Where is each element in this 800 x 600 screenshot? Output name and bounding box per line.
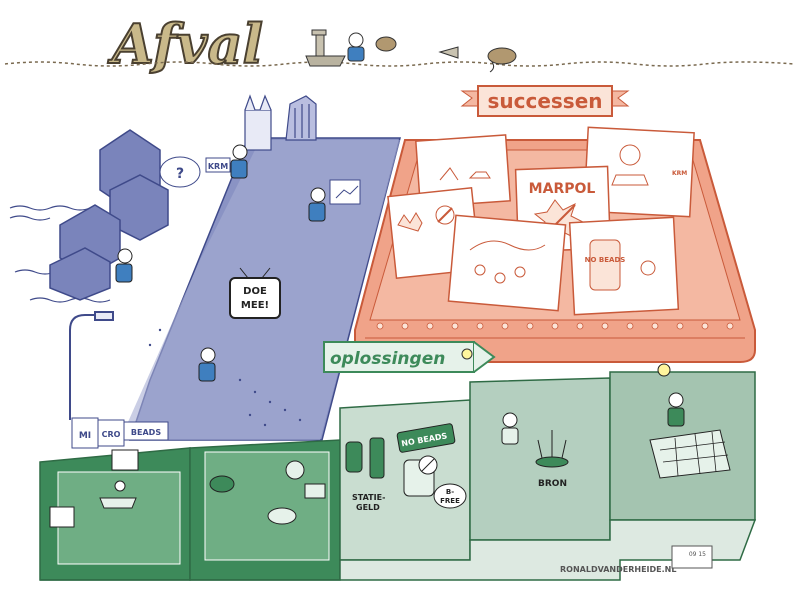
- panel2-scene: [204, 451, 330, 561]
- statiegeld-line2: GELD: [356, 503, 380, 512]
- doe-mee-tv: DOE MEE!: [229, 267, 281, 319]
- b-free-line2: FREE: [440, 497, 460, 505]
- panel1-scene: [49, 449, 181, 565]
- coast-letters: [49, 129, 169, 301]
- n-figures: [115, 144, 326, 382]
- krm-sign-label: KRM: [208, 162, 228, 171]
- horizon-line: [4, 61, 796, 67]
- thought-bubble: ?: [159, 156, 201, 188]
- micro-label-1: MI: [79, 431, 91, 441]
- floating-trash: [438, 46, 517, 73]
- no-beads-tube: NO BEADS: [396, 423, 456, 453]
- boat-figure: [305, 29, 397, 67]
- credit-website: RONALDVANDERHEIDE.NL: [560, 565, 676, 574]
- statiegeld-line1: STATIE-: [352, 493, 385, 502]
- shower: [69, 311, 114, 420]
- marpol-card-label: MARPOL: [529, 181, 596, 197]
- solutions-signpost: oplossingen: [323, 341, 496, 373]
- b-free-jar: B- FREE: [433, 483, 467, 509]
- bron-scene: BRON: [501, 412, 569, 489]
- successes-banner: successen: [460, 85, 630, 117]
- statiegeld-bottles: STATIE- GELD: [345, 437, 385, 512]
- parliament-building: [285, 95, 317, 141]
- micro-beads-containers: MI CRO BEADS: [71, 417, 169, 449]
- success-card-people: [447, 214, 567, 312]
- micro-label-2: CRO: [102, 430, 121, 439]
- shore-sand-dots: [148, 328, 302, 427]
- credit-date: 09 15: [689, 551, 706, 558]
- solutions-label: oplossingen: [330, 349, 445, 369]
- b-free-line1: B-: [446, 488, 454, 496]
- success-card-no-beads: NO BEADS: [568, 216, 680, 316]
- sea-left: [9, 205, 111, 303]
- crossed-can: [403, 455, 438, 497]
- church-building: [244, 94, 272, 151]
- net-figure-scene: [649, 363, 731, 479]
- krm-sign: KRM: [205, 157, 231, 173]
- no-beads-card-label: NO BEADS: [585, 256, 626, 264]
- krm-card-label: KRM: [672, 170, 687, 177]
- presentation-board: [329, 179, 361, 205]
- successes-label: successen: [487, 89, 602, 113]
- platform-lights: [376, 322, 734, 330]
- signature-logo: 09 15: [671, 545, 713, 569]
- doe-mee-line1: DOE: [243, 286, 267, 297]
- bron-label: BRON: [538, 479, 567, 489]
- svg-text:?: ?: [176, 166, 184, 182]
- doe-mee-line2: MEE!: [241, 300, 269, 311]
- micro-label-3: BEADS: [131, 428, 161, 437]
